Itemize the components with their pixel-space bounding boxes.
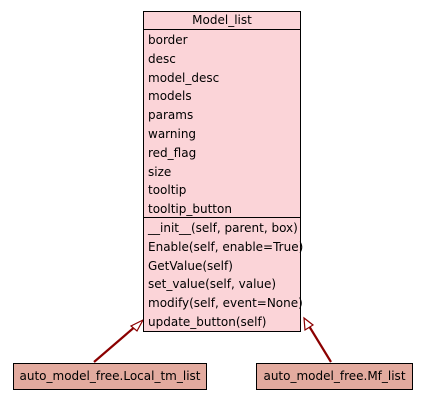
method-item: Enable(self, enable=True): [148, 239, 304, 254]
inheritance-edge-right: [308, 325, 332, 363]
attribute-item: warning: [148, 126, 197, 141]
methods-section: __init__(self, parent, box) Enable(self,…: [144, 218, 304, 332]
inheritance-arrowhead-left: [129, 318, 145, 332]
attribute-item: border: [148, 33, 188, 47]
attribute-item: tooltip: [148, 183, 187, 198]
attribute-item: tooltip_button: [148, 202, 232, 217]
attribute-item: params: [148, 108, 194, 123]
attribute-item: model_desc: [148, 70, 220, 85]
attributes-section: border desc model_desc models params war…: [144, 30, 300, 218]
attribute-item: red_flag: [148, 145, 197, 160]
method-item: update_button(self): [148, 314, 267, 329]
attribute-item: size: [148, 164, 172, 179]
attribute-item: models: [148, 89, 192, 104]
method-item: set_value(self, value): [148, 277, 277, 292]
method-item: __init__(self, parent, box): [148, 221, 298, 235]
subclass-box-local-tm-list: auto_model_free.Local_tm_list: [13, 363, 207, 390]
method-item: GetValue(self): [148, 258, 233, 273]
attribute-item: desc: [148, 51, 176, 66]
subclass-box-mf-list: auto_model_free.Mf_list: [256, 363, 413, 390]
method-item: modify(self, event=None): [148, 296, 303, 311]
inheritance-arrowhead-right: [303, 316, 315, 332]
inheritance-edge-left: [93, 324, 138, 363]
class-box-model-list: Model_list border desc model_desc models…: [143, 11, 304, 332]
class-name: Model_list: [144, 12, 300, 30]
